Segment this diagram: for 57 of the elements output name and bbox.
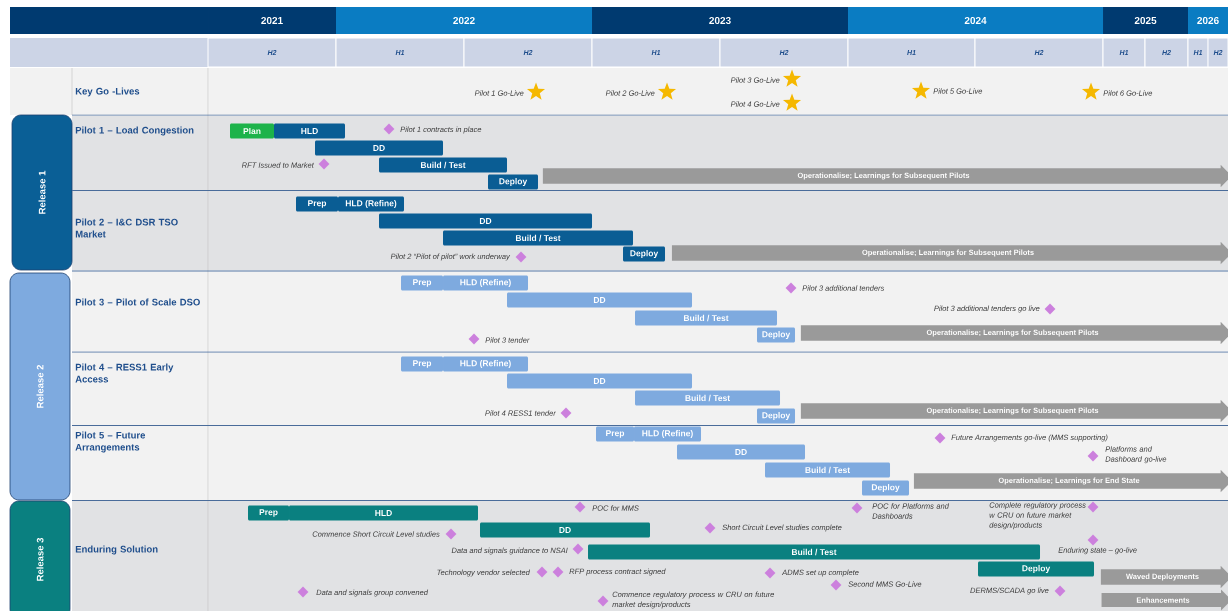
node-label: Pilot 4 – RESS1 Early Access <box>75 363 174 383</box>
node-label: Pilot 3 – Pilot of Scale DSO <box>75 298 200 306</box>
milestone-diamond <box>536 566 548 578</box>
milestone-diamond <box>515 251 527 263</box>
milestone-diamond <box>1087 534 1099 546</box>
node-label: Pilot 1 – Load Congestion <box>75 126 194 136</box>
milestone-diamond <box>383 123 395 135</box>
year-cell: 2025 <box>1103 7 1188 34</box>
milestone-diamond <box>785 282 797 294</box>
milestone-diamond <box>1087 501 1099 513</box>
node-label: HLD (Refine) <box>460 360 511 368</box>
node-label: Deploy <box>1022 565 1051 573</box>
node-label: 2021 <box>261 16 283 25</box>
milestone-diamond <box>830 579 842 591</box>
milestone-diamond <box>597 595 609 607</box>
milestone-diamond <box>445 528 457 540</box>
node-label: HLD <box>375 510 392 516</box>
star-icon <box>783 93 802 111</box>
node-label: Build / Test <box>515 234 561 242</box>
node-label: Pilot 2 – I&C DSR TSO Market <box>75 218 178 238</box>
node-label: Prep <box>308 200 327 208</box>
year-cell: 2023 <box>592 7 848 34</box>
milestone-diamond <box>468 333 480 345</box>
milestone-diamond <box>297 586 309 598</box>
star-icon <box>1082 82 1101 100</box>
milestone-diamond <box>552 566 564 578</box>
star-icon <box>912 81 931 99</box>
node-label: Pilot 5 – Future Arrangements <box>75 431 146 453</box>
node-label: HLD (Refine) <box>642 430 693 438</box>
milestone-diamond <box>851 502 863 514</box>
node-label: Prep <box>413 279 432 287</box>
star-icon <box>657 82 677 100</box>
milestone-diamond <box>1087 450 1099 462</box>
milestone-diamond <box>572 543 584 555</box>
release-tab: Release 2 <box>9 272 71 501</box>
milestone-diamond <box>574 501 586 513</box>
milestone-diamond <box>704 522 716 534</box>
node-label: HLD (Refine) <box>345 200 397 208</box>
year-cell: 2024 <box>848 7 1103 34</box>
milestone-diamond <box>764 567 776 579</box>
milestone-diamond <box>1054 585 1066 597</box>
star-icon <box>526 82 546 100</box>
node-label: Prep <box>413 360 432 368</box>
milestone-diamond <box>560 407 572 419</box>
milestone-diamond <box>934 432 946 444</box>
year-cell: 2022 <box>336 7 592 34</box>
node-label: Prep <box>606 430 625 438</box>
node-label: DD <box>479 218 492 224</box>
node-label: HLD (Refine) <box>460 279 511 287</box>
year-cell: 2026 <box>1188 7 1228 34</box>
milestone-diamond <box>318 158 330 170</box>
node-label: Prep <box>259 509 278 517</box>
release-tab: Release 3 <box>9 500 71 611</box>
star-icon <box>783 69 802 87</box>
milestone-diamond <box>1044 303 1056 315</box>
release-tab: Release 1 <box>11 114 73 271</box>
year-cell: 2021 <box>208 7 336 34</box>
